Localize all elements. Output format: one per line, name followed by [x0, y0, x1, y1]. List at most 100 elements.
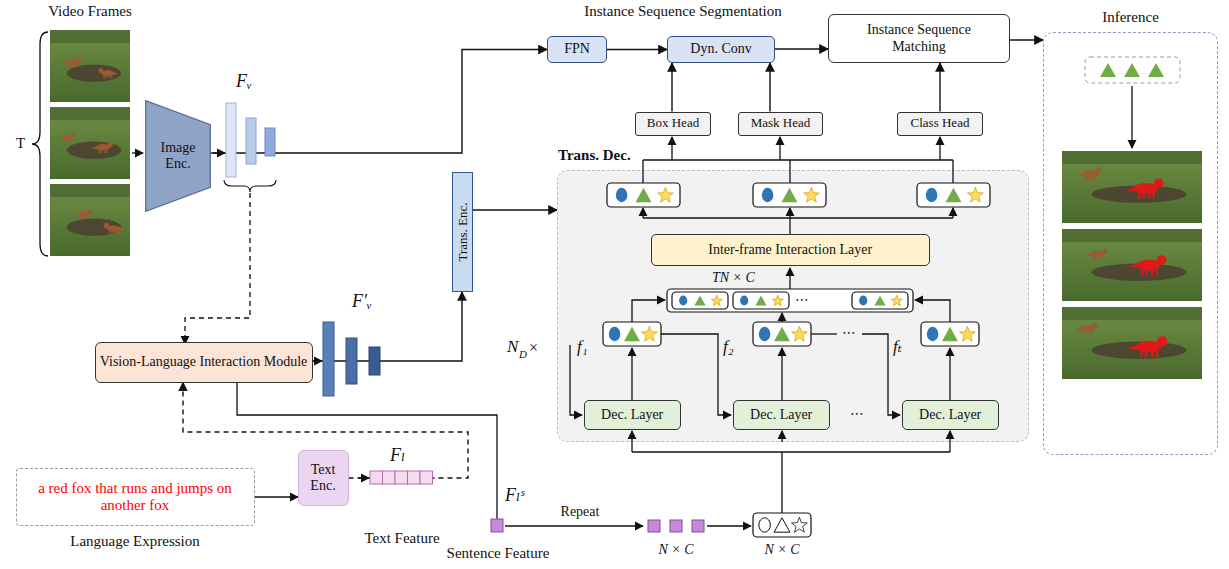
node-label: Vision-Language Interaction Module: [100, 354, 308, 370]
circle-token: [762, 188, 774, 202]
connector-arrow: [313, 292, 463, 361]
query-token-group: [753, 322, 811, 346]
head-box: Mask Head: [738, 112, 823, 136]
feature-symbol: Fₗˢ: [505, 486, 524, 506]
output-leader: [643, 159, 953, 160]
circle-token: [759, 518, 771, 532]
fox-head: [104, 223, 110, 229]
output-leader: [643, 217, 953, 218]
node-label: Dec. Layer: [601, 407, 663, 423]
triangle-token: [945, 188, 961, 202]
dirt-patch: [67, 219, 121, 236]
fox-figure: [62, 57, 82, 68]
fox-leg: [69, 139, 70, 142]
repeat-count: ×: [529, 339, 538, 357]
fox-head: [98, 68, 103, 73]
frame-count: T: [16, 135, 25, 152]
fox-leg: [1085, 330, 1086, 334]
input-arrow: [132, 152, 143, 153]
frame-arrow: [811, 333, 837, 334]
fox-leg: [1140, 350, 1142, 357]
fox-leg: [1101, 256, 1102, 260]
fox-figure: [1128, 255, 1166, 275]
node-label: Class Head: [911, 116, 970, 131]
star-token: [772, 295, 783, 306]
output-leader: [952, 170, 953, 183]
query-token-group: [603, 322, 661, 346]
fox-tail: [62, 62, 67, 65]
fox-leg: [66, 139, 67, 142]
frame-ground: [1062, 307, 1202, 379]
repeat-count: D: [519, 348, 527, 360]
fox-leg: [1082, 330, 1083, 334]
frame-index: f₁: [577, 338, 588, 357]
node-heading: Language Expression: [17, 533, 254, 550]
query-token-group: [753, 183, 826, 207]
fox-leg: [71, 139, 72, 142]
far-grass: [50, 30, 130, 43]
fox-tail: [91, 146, 97, 149]
interaction-module: Vision-Language Interaction Module: [95, 342, 313, 383]
flow-arrow: [1131, 86, 1132, 148]
sentence-square: [692, 520, 704, 532]
fox-leg: [1087, 176, 1088, 180]
output-leader: [642, 170, 643, 183]
connector-arrow: [473, 209, 557, 210]
process-box: Instance Sequence Matching: [828, 14, 1010, 63]
fox-leg: [115, 231, 116, 235]
token-box: [917, 183, 990, 207]
text-feature-cell: [420, 471, 433, 484]
dirt-patch: [67, 65, 121, 82]
fox-leg: [1092, 256, 1093, 260]
query-arrow: [949, 431, 950, 442]
connector-arrow: [1010, 39, 1043, 40]
fox-leg: [109, 75, 110, 79]
ellipsis: ⋯: [795, 292, 809, 307]
sentence-square: [491, 519, 503, 532]
far-grass: [1062, 151, 1202, 164]
inference-panel: Inference: [1043, 32, 1218, 455]
query-leader: [631, 441, 632, 452]
sentence-square: [670, 520, 682, 532]
fox-leg: [1098, 256, 1099, 260]
input-arrow: [358, 477, 369, 478]
fox-tail: [74, 213, 79, 215]
fox-leg: [68, 64, 69, 68]
flow-arrow: [781, 313, 782, 322]
fox-leg: [64, 139, 65, 142]
fox-leg: [1142, 192, 1144, 199]
decoder-layer: Dec. Layer: [584, 400, 681, 430]
triangle-token: [874, 295, 885, 305]
token-box: [852, 292, 908, 309]
fox-leg: [107, 149, 108, 153]
star-token: [641, 326, 657, 341]
output-leader: [789, 218, 790, 234]
fox-figure: [1085, 248, 1107, 260]
fox-leg: [1148, 192, 1150, 199]
result-box: [1085, 57, 1180, 83]
head-arrow: [671, 137, 672, 160]
under-brace: [224, 180, 276, 192]
token-box: [603, 322, 661, 346]
curly-bracket: [32, 32, 48, 256]
fox-leg: [1091, 176, 1092, 180]
fox-leg: [1094, 176, 1095, 180]
fox-leg: [1152, 192, 1154, 199]
head-box: Class Head: [897, 112, 983, 136]
fox-tail: [1127, 345, 1138, 350]
output-arrow: [789, 208, 790, 218]
video-frame: [50, 184, 130, 256]
fox-tail: [113, 72, 118, 75]
query-leader: [949, 441, 950, 452]
circle-token: [616, 188, 628, 202]
query-arrow: [631, 431, 632, 442]
query-token-group: [917, 183, 990, 207]
token-box: [607, 183, 680, 207]
process-box: FPN: [547, 36, 607, 63]
fox-figure: [1077, 167, 1102, 180]
connector-arrow: [775, 48, 828, 49]
output-arrow: [952, 208, 953, 218]
stage-caption: Instance Sequence Segmentation: [584, 3, 781, 20]
fox-leg: [109, 231, 110, 235]
input-arrow: [707, 525, 751, 526]
